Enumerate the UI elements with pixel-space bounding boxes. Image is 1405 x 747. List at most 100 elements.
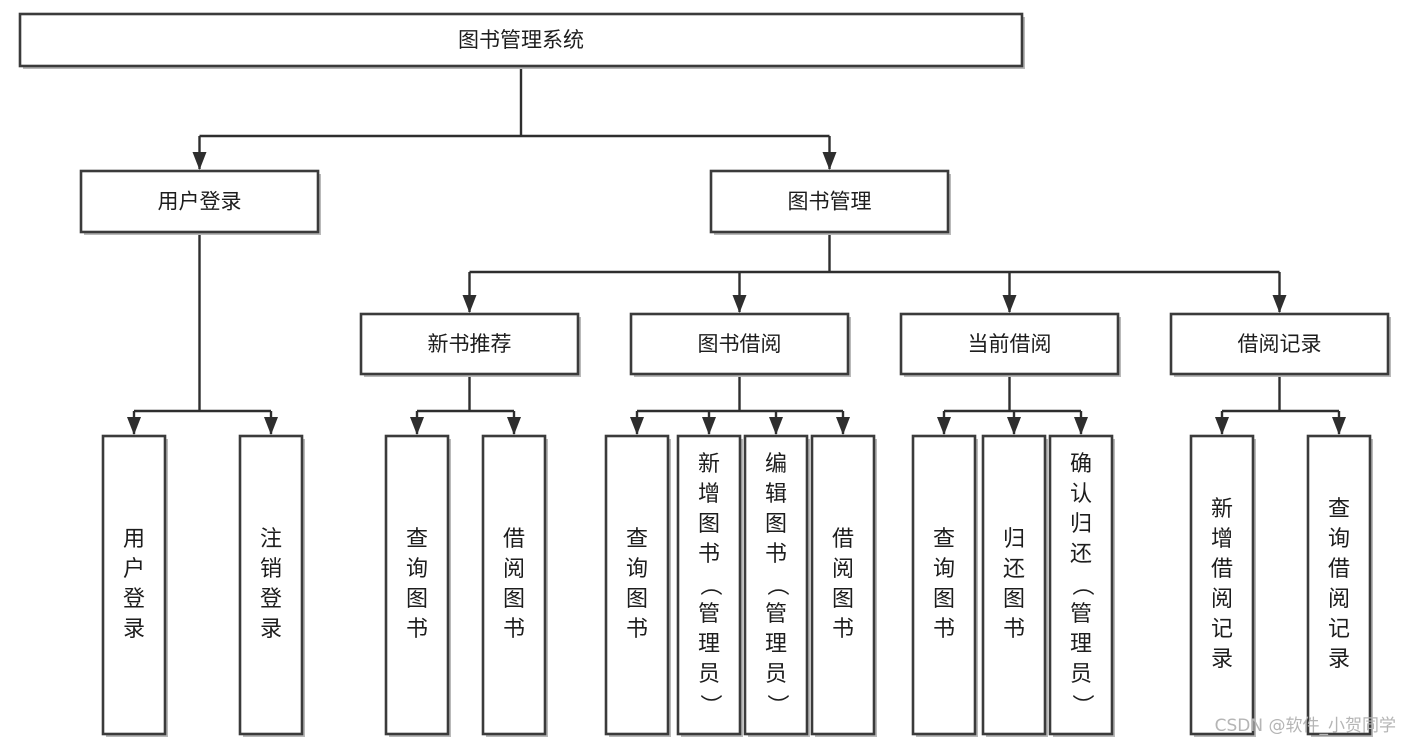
node-rect[interactable]	[810, 434, 876, 736]
arrow-head-icon	[702, 417, 716, 435]
node-label-char: 理	[698, 632, 720, 657]
node-label: 借阅记录	[1238, 332, 1322, 356]
node-rect[interactable]	[1306, 434, 1372, 736]
node-label-char: 书	[933, 617, 955, 642]
node-label-char: 书	[626, 617, 648, 642]
node-label-char: 归	[1070, 512, 1092, 537]
node-leaf-用户登录-0[interactable]: 用户登录	[101, 434, 168, 737]
node-level3-当前借阅[interactable]: 当前借阅	[899, 312, 1121, 377]
node-label-vertical: 用户登录	[123, 527, 145, 642]
node-rect[interactable]	[384, 434, 450, 736]
node-level3-新书推荐[interactable]: 新书推荐	[359, 312, 581, 377]
node-rect[interactable]	[604, 434, 670, 736]
node-rect[interactable]	[911, 434, 977, 736]
node-label: 图书管理系统	[458, 28, 584, 52]
arrow-head-icon	[1074, 417, 1088, 435]
node-rect[interactable]	[629, 312, 850, 376]
node-rect[interactable]	[101, 434, 167, 736]
node-rect[interactable]	[981, 434, 1047, 736]
node-rect[interactable]	[899, 312, 1120, 376]
node-label-char: 归	[1003, 527, 1025, 552]
node-label-char: 图	[933, 587, 955, 612]
node-level2-用户登录[interactable]: 用户登录	[79, 169, 321, 235]
arrow-head-icon	[127, 417, 141, 435]
node-rect[interactable]	[18, 12, 1024, 68]
node-label-char: 书	[1003, 617, 1025, 642]
arrow-head-icon	[822, 152, 837, 170]
node-label: 新书推荐	[428, 332, 512, 356]
arrow-head-icon	[462, 295, 477, 313]
node-label-char: 新	[1211, 497, 1233, 522]
node-label-char: 用	[123, 527, 145, 552]
arrow-head-icon	[1007, 417, 1021, 435]
node-label-char: 员	[698, 662, 720, 687]
node-label-char: 图	[406, 587, 428, 612]
node-label-char: 询	[933, 557, 955, 582]
node-rect[interactable]	[743, 434, 809, 736]
node-rect[interactable]	[79, 169, 320, 234]
node-label-char: 录	[260, 617, 282, 642]
node-label-char: 录	[123, 617, 145, 642]
node-rect[interactable]	[481, 434, 547, 736]
node-label-char: （	[697, 574, 722, 596]
node-label-char: 理	[1070, 632, 1092, 657]
node-level3-借阅记录[interactable]: 借阅记录	[1169, 312, 1391, 377]
node-label-char: 管	[1070, 602, 1092, 627]
node-label: 用户登录	[158, 190, 242, 214]
node-rect[interactable]	[709, 169, 950, 234]
node-rect[interactable]	[1048, 434, 1114, 736]
arrow-head-icon	[507, 417, 521, 435]
node-label-char: 员	[1070, 662, 1092, 687]
arrow-head-icon	[630, 417, 644, 435]
node-label-char: 图	[626, 587, 648, 612]
node-rect[interactable]	[1169, 312, 1390, 376]
node-label-char: 询	[1328, 527, 1350, 552]
node-rect[interactable]	[238, 434, 304, 736]
node-label-char: 图	[765, 512, 787, 537]
node-label: 图书管理	[788, 190, 872, 214]
node-label-char: 书	[698, 542, 720, 567]
node-level3-图书借阅[interactable]: 图书借阅	[629, 312, 851, 377]
node-label-char: 登	[123, 587, 145, 612]
arrow-head-icon	[769, 417, 783, 435]
node-layer: 图书管理系统用户登录图书管理新书推荐图书借阅当前借阅借阅记录用户登录注销登录查询…	[18, 12, 1391, 737]
node-root-图书管理系统[interactable]: 图书管理系统	[18, 12, 1025, 69]
node-label-char: 记	[1211, 617, 1233, 642]
node-rect[interactable]	[676, 434, 742, 736]
node-label-char: 管	[698, 602, 720, 627]
connector-layer	[127, 66, 1346, 435]
node-label-char: 询	[406, 557, 428, 582]
node-rect[interactable]	[1189, 434, 1255, 736]
node-label-char: 书	[406, 617, 428, 642]
node-label-char: 销	[260, 557, 282, 582]
node-rect[interactable]	[359, 312, 580, 376]
node-label-char: 新	[698, 452, 720, 477]
node-label-char: 书	[503, 617, 525, 642]
arrow-head-icon	[1002, 295, 1017, 313]
node-label-char: 查	[933, 527, 955, 552]
arrow-head-icon	[192, 152, 207, 170]
node-label: 图书借阅	[698, 332, 782, 356]
node-level2-图书管理[interactable]: 图书管理	[709, 169, 951, 235]
